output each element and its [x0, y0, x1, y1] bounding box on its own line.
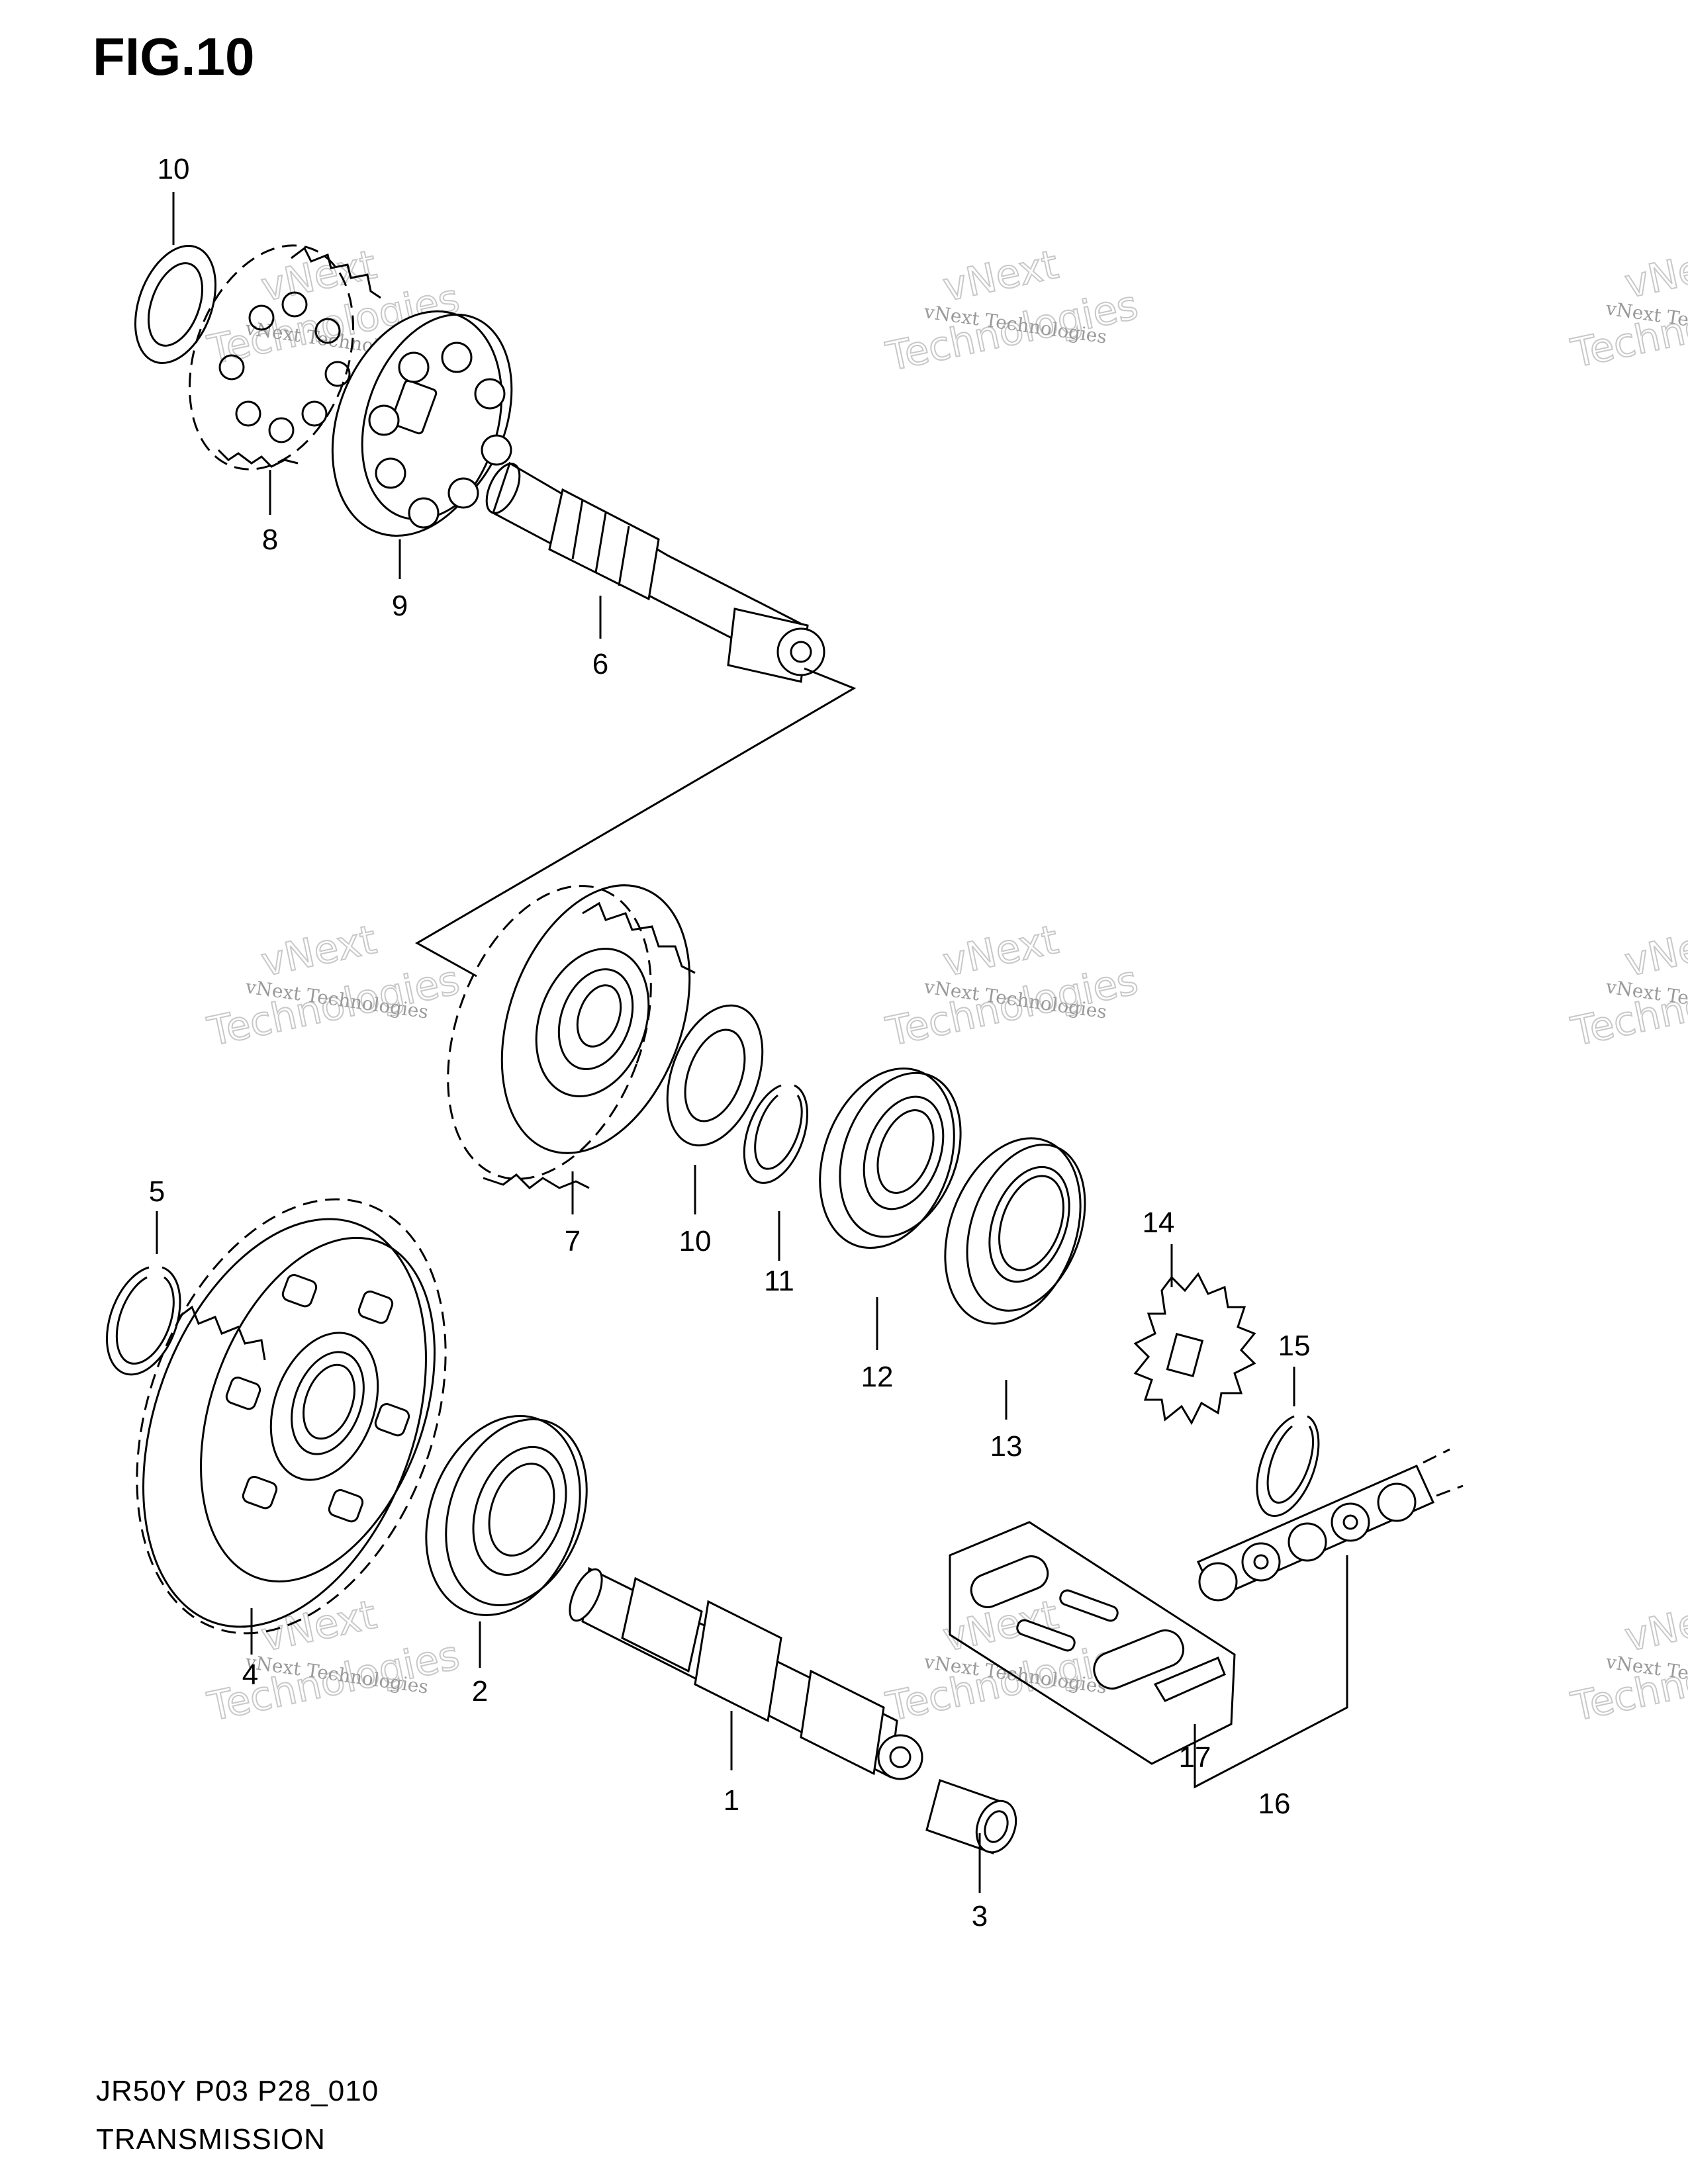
callout-12: 12: [861, 1361, 894, 1393]
callout-10-mid: 10: [679, 1225, 712, 1257]
part-bearing-12[interactable]: [796, 1050, 982, 1267]
watermark-low-right: vNext Technologies vNext Technologies: [1567, 1591, 1688, 1731]
callout-10-top: 10: [158, 153, 190, 185]
svg-text:vNext: vNext: [1621, 238, 1688, 308]
watermark-top-center: vNext Technologies vNext Technologies: [882, 241, 1143, 381]
part-circlip-15[interactable]: [1256, 1415, 1320, 1518]
part-drum-7[interactable]: [410, 858, 724, 1207]
part-chain-joint-17[interactable]: [949, 1521, 1236, 1765]
callout-1: 1: [724, 1784, 739, 1817]
part-sprocket-14[interactable]: [1133, 1272, 1256, 1426]
watermark-mid-left: vNext Technologies vNext Technologies: [203, 916, 465, 1056]
callout-13: 13: [990, 1430, 1023, 1463]
callout-5: 5: [149, 1175, 165, 1208]
section-name: TRANSMISSION: [96, 2123, 326, 2156]
part-large-gear-4[interactable]: [81, 1156, 502, 1676]
figure-title: FIG.10: [93, 27, 255, 86]
part-gear-9[interactable]: [303, 288, 538, 560]
callout-14: 14: [1143, 1206, 1175, 1239]
callout-7: 7: [565, 1225, 581, 1257]
callout-4: 4: [242, 1659, 258, 1691]
part-circlip-11[interactable]: [743, 1084, 809, 1184]
part-clutch-disc-8[interactable]: [160, 222, 383, 492]
svg-text:vNext: vNext: [258, 1592, 381, 1661]
part-washer-top[interactable]: [120, 235, 230, 375]
callout-2: 2: [472, 1675, 488, 1707]
callout-9: 9: [392, 590, 408, 622]
callout-15: 15: [1278, 1330, 1311, 1362]
callout-17: 17: [1179, 1741, 1211, 1774]
watermark-mid-center: vNext Technologies vNext Technologies: [882, 916, 1143, 1056]
leader-assembly-link: [414, 667, 857, 978]
part-chain-16[interactable]: [1197, 1448, 1464, 1602]
callout-6: 6: [592, 648, 608, 680]
part-bush-3[interactable]: [925, 1779, 1023, 1858]
svg-text:vNext: vNext: [1621, 917, 1688, 986]
watermark-top-right: vNext Technologies vNext Technologies: [1567, 238, 1688, 378]
svg-text:vNext: vNext: [1621, 1592, 1688, 1661]
part-washer-mid[interactable]: [649, 992, 780, 1158]
callout-3: 3: [972, 1900, 988, 1933]
model-code: JR50Y P03 P28_010: [96, 2075, 379, 2107]
part-countershaft-1[interactable]: [563, 1565, 923, 1780]
callout-8: 8: [262, 523, 278, 556]
watermark-mid-right: vNext Technologies vNext Technologies: [1567, 916, 1688, 1056]
callouts: 10 8 9 6 7 10 11 12 13 14 15 5 4 2 1 3 1…: [149, 153, 1311, 1933]
part-shaft-6[interactable]: [480, 459, 825, 683]
callout-11: 11: [764, 1265, 794, 1297]
leader-lines: [156, 192, 1348, 1893]
part-circlip-5[interactable]: [106, 1266, 181, 1376]
part-oil-seal-13[interactable]: [921, 1119, 1106, 1342]
callout-16: 16: [1258, 1788, 1291, 1820]
svg-text:vNext: vNext: [258, 917, 381, 986]
part-bearing-2[interactable]: [400, 1394, 612, 1637]
